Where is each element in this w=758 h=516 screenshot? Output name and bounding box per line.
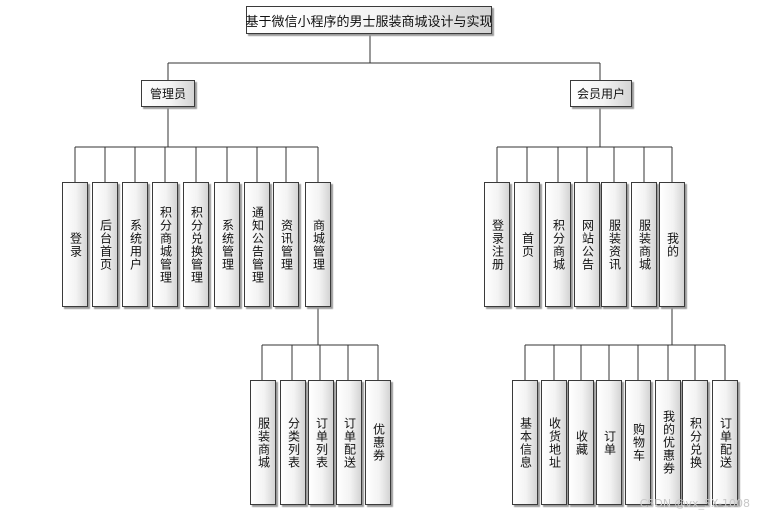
role-admin: 管理员 (141, 80, 195, 107)
admin-item-login: 登录 (62, 182, 88, 307)
admin-item-points-exchange: 积分兑换管理 (183, 182, 209, 307)
watermark: CSDN @vx_SX-1008 (639, 497, 750, 510)
admin-item-points-mall: 积分商城管理 (152, 182, 178, 307)
mine-child-favorites: 收藏 (568, 380, 594, 505)
diagram-title: 基于微信小程序的男士服装商城设计与实现 (246, 6, 493, 34)
admin-item-dashboard: 后台首页 (92, 182, 118, 307)
admin-item-notice-management: 通知公告管理 (244, 182, 270, 307)
admin-item-system-management: 系统管理 (214, 182, 240, 307)
mine-child-order-delivery: 订单配送 (712, 380, 738, 505)
mine-child-cart: 购物车 (625, 380, 651, 505)
member-item-site-notice: 网站公告 (574, 182, 600, 307)
mine-child-shipping-address: 收货地址 (541, 380, 567, 505)
role-member: 会员用户 (570, 80, 632, 107)
member-item-points-mall: 积分商城 (545, 182, 571, 307)
mine-child-my-coupons: 我的优惠券 (655, 380, 681, 505)
mine-child-points-exchange: 积分兑换 (682, 380, 708, 505)
member-item-login-register: 登录注册 (484, 182, 510, 307)
admin-item-news-management: 资讯管理 (273, 182, 299, 307)
admin-item-system-users: 系统用户 (122, 182, 148, 307)
member-item-home: 首页 (514, 182, 540, 307)
member-item-mine: 我的 (659, 182, 685, 307)
mall-child-order-list: 订单列表 (308, 380, 334, 505)
member-item-clothing-mall: 服装商城 (631, 182, 657, 307)
mine-child-orders: 订单 (596, 380, 622, 505)
mall-child-category-list: 分类列表 (280, 380, 306, 505)
member-item-clothing-news: 服装资讯 (601, 182, 627, 307)
mall-child-clothing-mall: 服装商城 (250, 380, 276, 505)
mall-child-order-delivery: 订单配送 (336, 380, 362, 505)
mine-child-basic-info: 基本信息 (512, 380, 538, 505)
admin-item-mall-management: 商城管理 (305, 182, 331, 307)
mall-child-coupons: 优惠券 (365, 380, 391, 505)
